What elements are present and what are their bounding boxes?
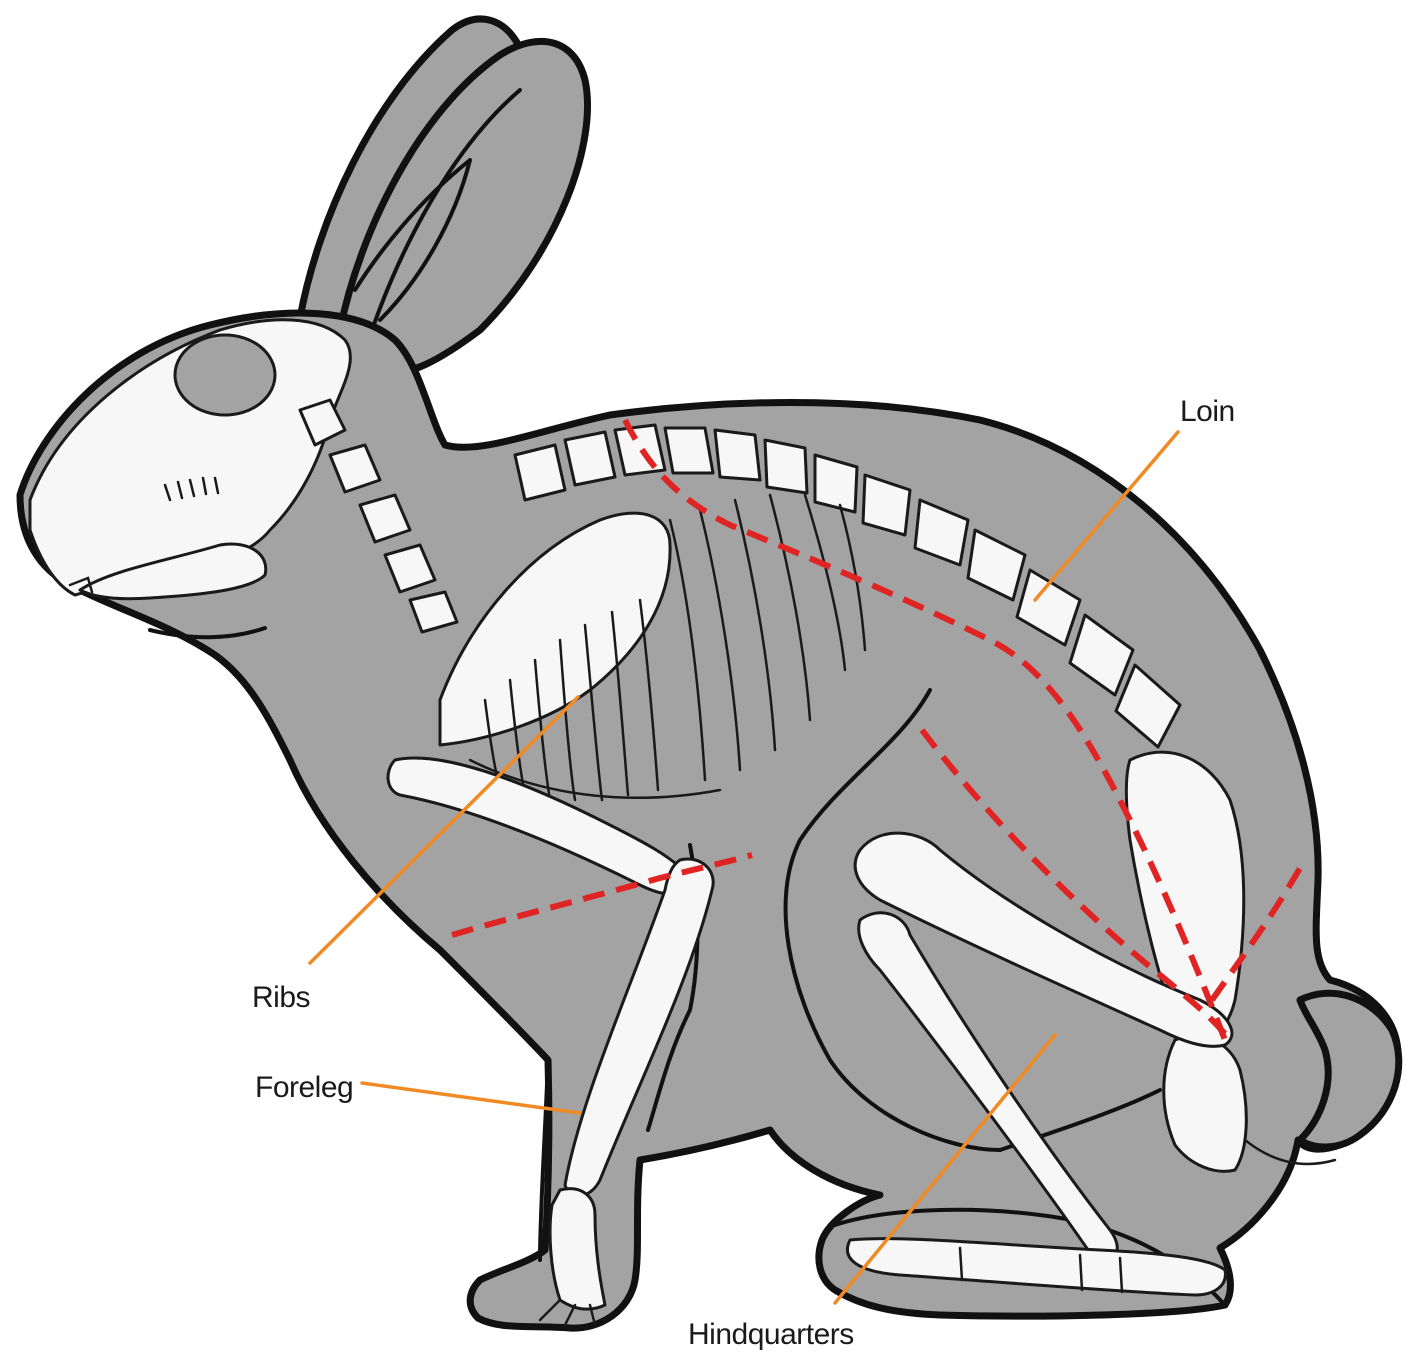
- label-hindquarters: Hindquarters: [688, 1318, 854, 1351]
- eye-socket: [175, 335, 275, 415]
- label-ribs: Ribs: [252, 981, 310, 1014]
- label-foreleg: Foreleg: [255, 1071, 353, 1104]
- label-loin: Loin: [1180, 395, 1235, 428]
